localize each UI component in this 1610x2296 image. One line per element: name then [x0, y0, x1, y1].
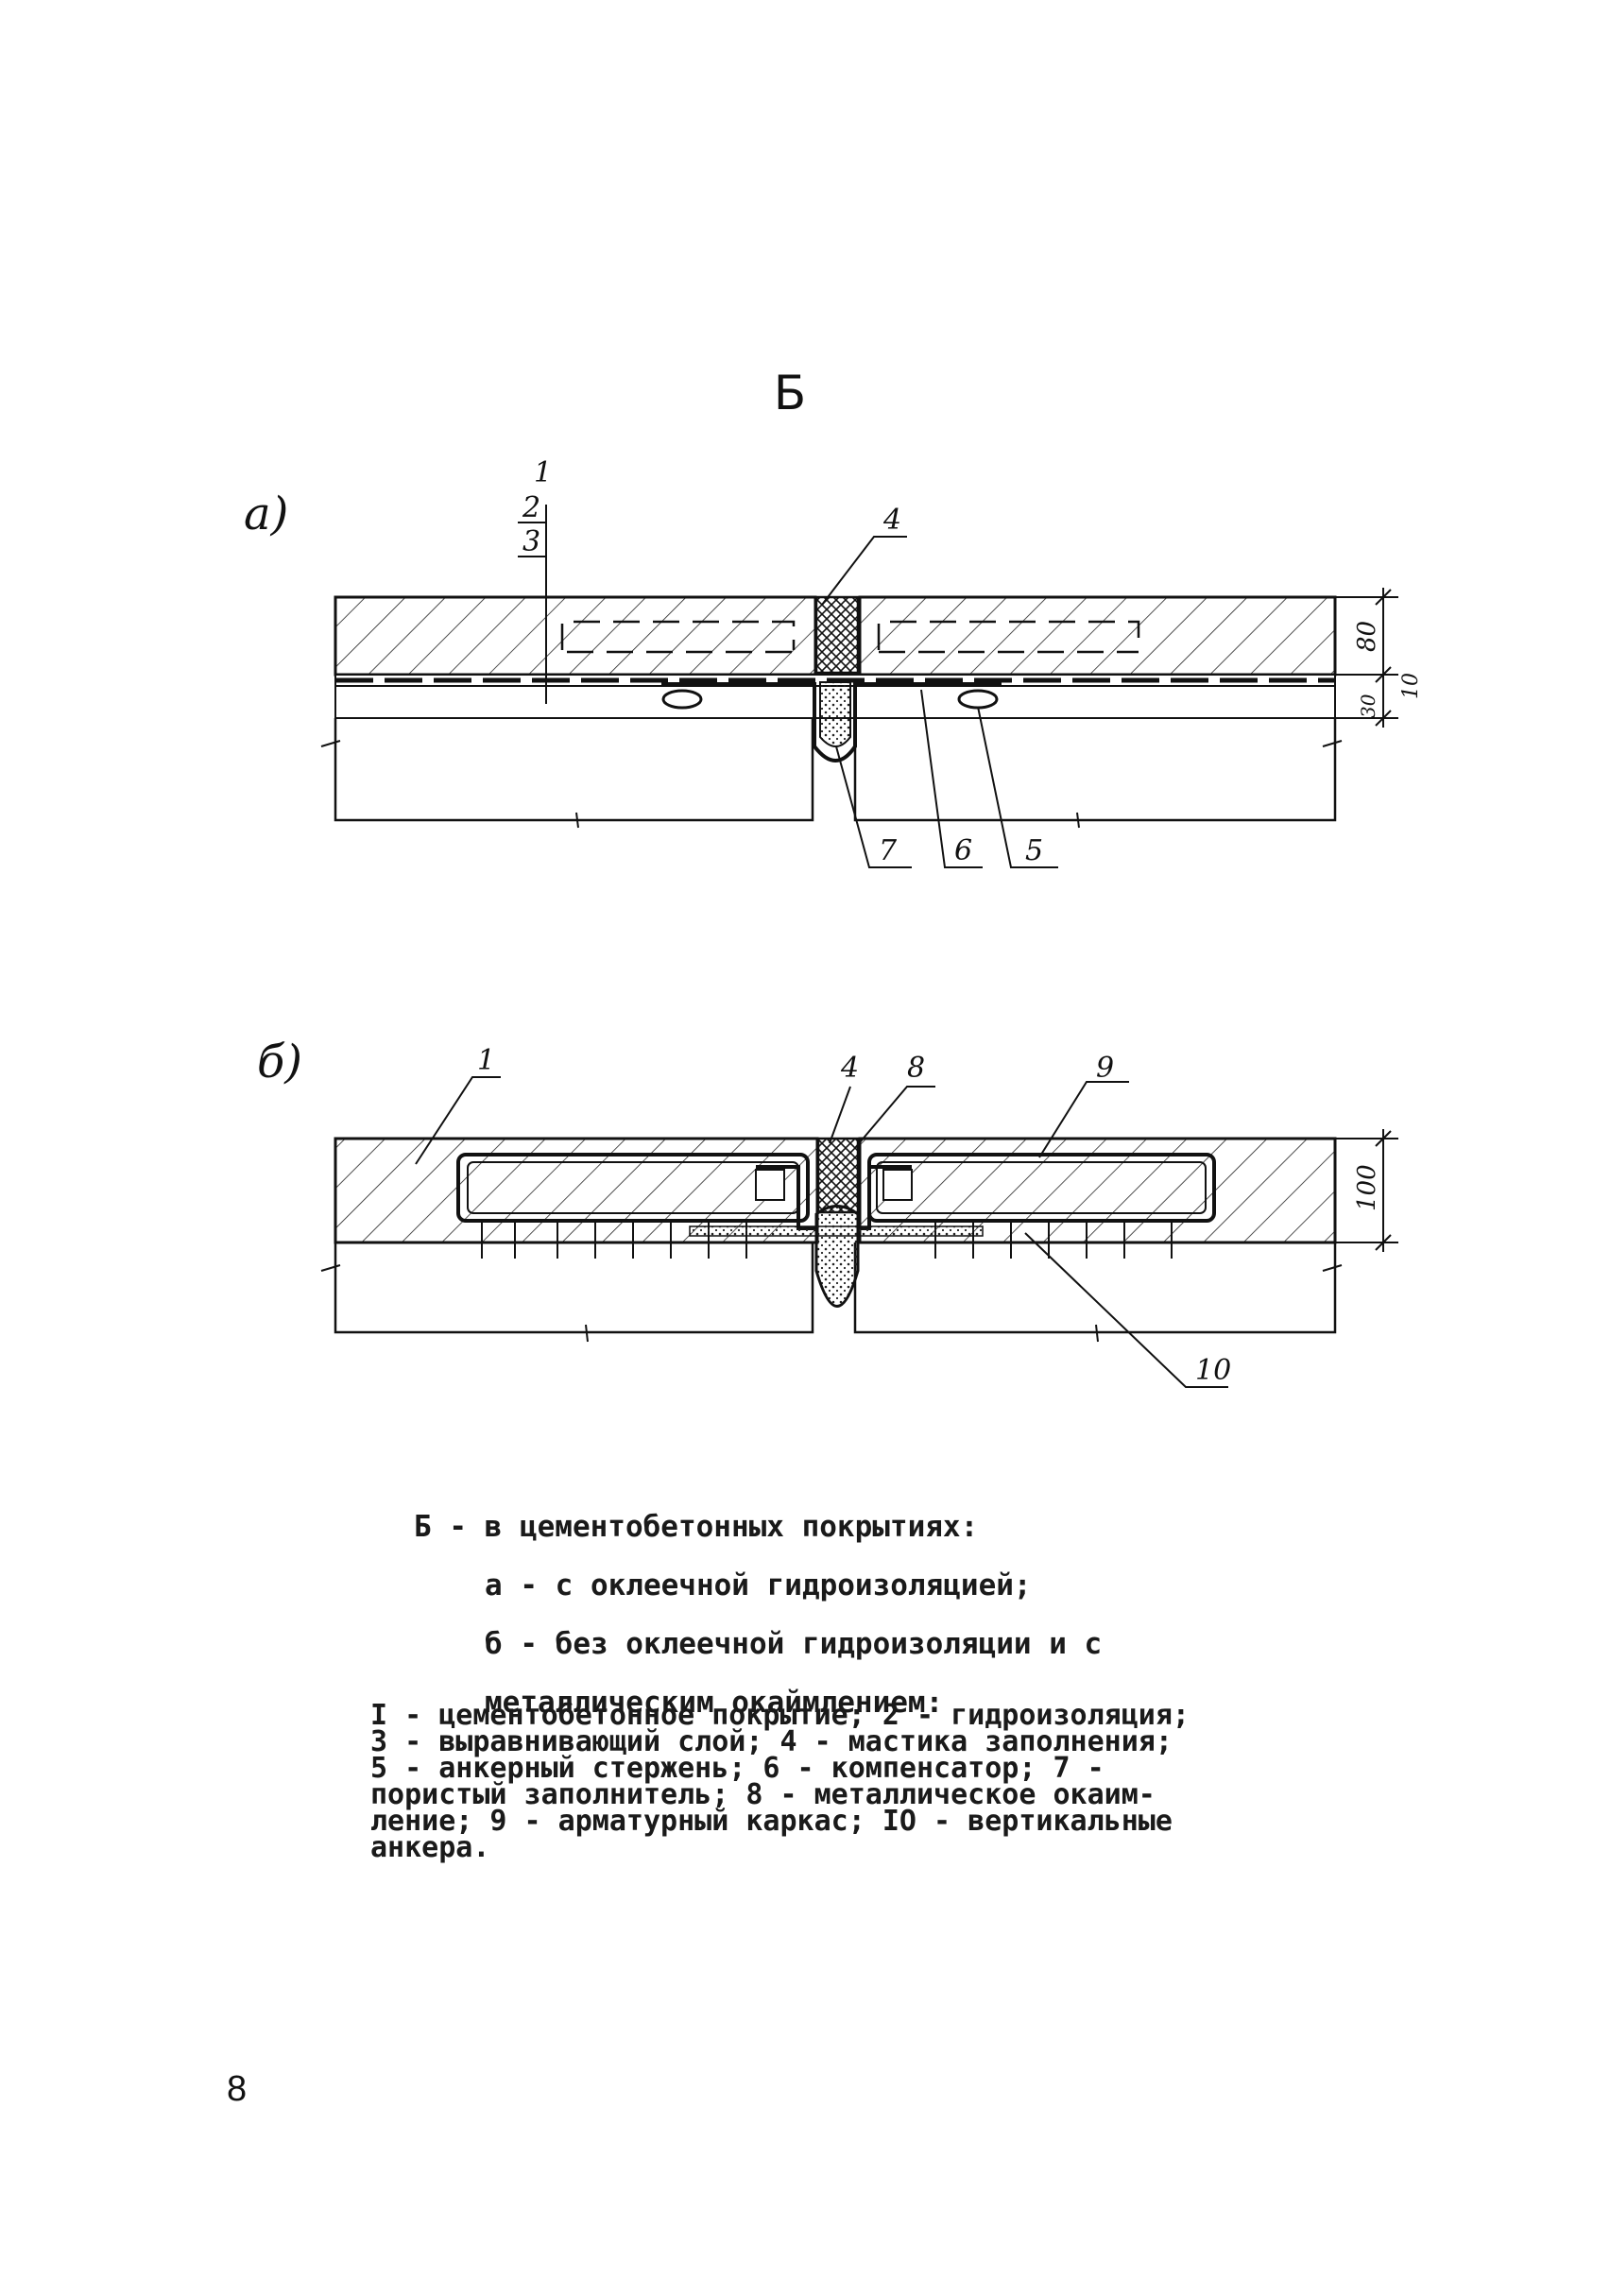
vertical-anchors: [481, 1221, 1173, 1259]
base-slab-left-b: [334, 1242, 814, 1334]
callout-a-4: 4: [882, 504, 901, 537]
callout-b-4: 4: [840, 1052, 859, 1085]
legend-line: пористый заполнитель; 8 - металлическое …: [370, 1778, 1156, 1811]
dimension-a-80: 80: [1353, 621, 1381, 652]
figure-caption: Б - в цементобетонных покрытиях: а - с о…: [414, 1498, 1102, 1732]
callout-a-1: 1: [534, 456, 552, 489]
callout-b-10: 10: [1195, 1354, 1231, 1387]
base-slab-left: [334, 718, 814, 822]
anchor-rod-left: [661, 689, 703, 710]
caption-line-b1: б - без оклеечной гидроизоляции и с: [485, 1627, 1103, 1661]
mastic-filler-a: [814, 595, 860, 675]
callout-a-7: 7: [879, 834, 898, 867]
concrete-slab-left: [334, 595, 817, 677]
callout-a-2: 2: [522, 491, 540, 524]
concrete-slab-right: [858, 595, 1337, 677]
page-number: 8: [227, 2069, 248, 2109]
dimension-a-10: 10: [1399, 673, 1423, 699]
legend-line: анкера.: [370, 1831, 490, 1864]
dimension-b-100: 100: [1353, 1164, 1381, 1211]
variant-b-label: б): [257, 1036, 302, 1088]
mastic-filler-b: [816, 1137, 860, 1214]
caption-line-a: а - с оклеечной гидроизоляцией;: [485, 1568, 1032, 1602]
variant-b-section: б): [257, 1036, 1398, 1388]
callout-b-8: 8: [907, 1052, 925, 1085]
variant-a-label: а): [244, 488, 288, 540]
legend-line: 3 - выравнивающий слой; 4 - мастика запо…: [370, 1725, 1173, 1758]
dimension-a-30: 30: [1357, 694, 1379, 718]
caption-heading: Б - в цементобетонных покрытиях:: [414, 1510, 979, 1544]
caption-line-b2: металлическим окаймлением:: [485, 1686, 944, 1720]
legend-line: 5 - анкерный стержень; 6 - компенсатор; …: [370, 1752, 1105, 1785]
reinforcement-right: [877, 620, 1140, 650]
base-slab-right: [853, 718, 1337, 822]
porous-filler-b: [814, 1205, 860, 1308]
legend: I - цементобетонное покрытие; 2 - гидрои…: [370, 1699, 1277, 1864]
callout-a-3: 3: [522, 525, 540, 558]
legend-line: ление; 9 - арматурный каркас; IO - верти…: [370, 1805, 1173, 1838]
compensator-a: [661, 682, 1002, 762]
callout-b-1: 1: [477, 1044, 495, 1077]
callout-a-5: 5: [1025, 834, 1043, 867]
legend-line: I - цементобетонное покрытие; 2 - гидрои…: [370, 1699, 1190, 1732]
variant-a-section: а) 1 2 3 4: [244, 456, 1423, 868]
reinforcement-left: [560, 620, 796, 650]
figure-title: Б: [774, 366, 806, 420]
callout-a-6: 6: [954, 834, 972, 867]
callout-b-9: 9: [1096, 1052, 1114, 1085]
base-slab-right-b: [853, 1242, 1337, 1334]
